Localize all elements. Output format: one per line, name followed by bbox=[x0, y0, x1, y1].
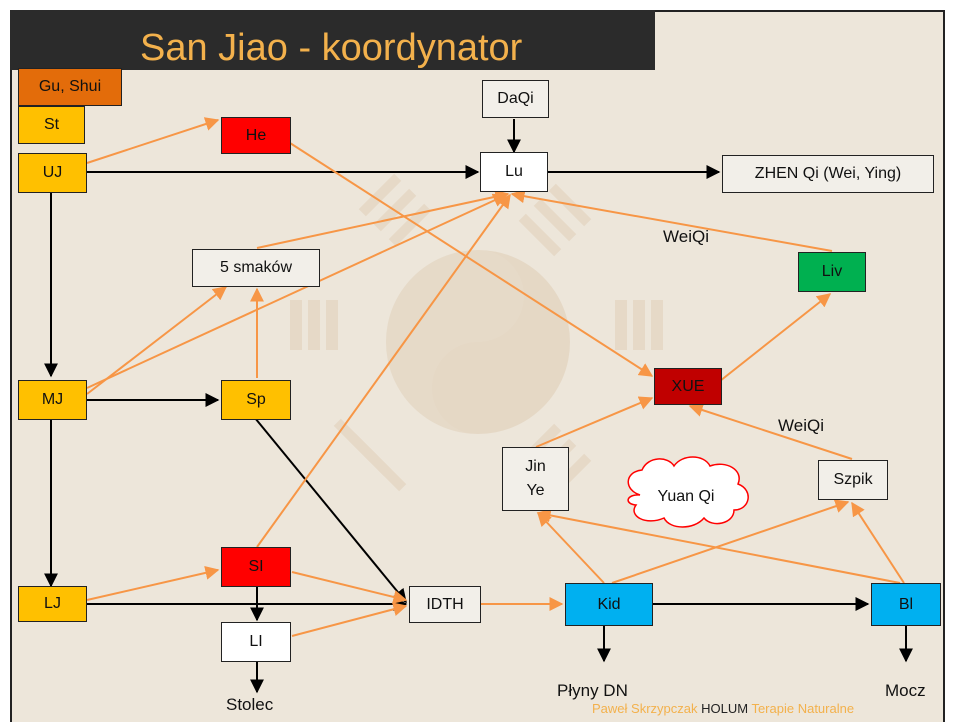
label-stolec: Stolec bbox=[226, 695, 274, 714]
node-mj: MJ bbox=[18, 380, 87, 420]
footer-tagline: Terapie Naturalne bbox=[751, 701, 855, 716]
label-weiqi-mid: WeiQi bbox=[778, 416, 824, 435]
node-si: SI bbox=[221, 547, 291, 587]
edge-uj-he bbox=[86, 117, 220, 164]
node-he: He bbox=[221, 117, 291, 154]
node-sp: Sp bbox=[221, 380, 291, 420]
edge-si-idth bbox=[291, 571, 408, 604]
node-5-smakow: 5 smaków bbox=[192, 249, 320, 287]
page-title: San Jiao - koordynator bbox=[140, 27, 523, 69]
edge-mj-smakow bbox=[86, 286, 228, 395]
label-plyny-dn: Płyny DN bbox=[557, 681, 628, 700]
label-mocz: Mocz bbox=[885, 681, 926, 700]
edge-kid-szpik bbox=[611, 499, 850, 584]
edge-mj-lu bbox=[86, 193, 508, 389]
footer-credit: Paweł Skrzypczak HOLUM Terapie Naturalne bbox=[592, 701, 854, 716]
edge-li-idth bbox=[291, 602, 408, 637]
edge-si-lu bbox=[256, 193, 511, 548]
node-jin-ye: Jin Ye bbox=[502, 447, 569, 511]
title-bar: San Jiao - koordynator bbox=[10, 10, 655, 70]
node-li: LI bbox=[221, 622, 291, 662]
edge-bl-jinye bbox=[536, 508, 901, 584]
jin-ye-line1: Jin bbox=[525, 458, 546, 475]
footer-brand: HOLUM bbox=[701, 701, 749, 716]
node-lj: LJ bbox=[18, 586, 87, 622]
node-kid: Kid bbox=[565, 583, 653, 626]
node-uj: UJ bbox=[18, 153, 87, 193]
edge-smakow-lu bbox=[256, 189, 510, 249]
edge-xue-liv bbox=[719, 293, 832, 382]
edge-liv-lu bbox=[510, 189, 833, 252]
node-daqi: DaQi bbox=[482, 80, 549, 118]
edge-kid-jinye bbox=[537, 511, 605, 584]
edge-bl-szpik bbox=[851, 501, 905, 584]
label-yuan-qi: Yuan Qi bbox=[657, 488, 715, 505]
node-liv: Liv bbox=[798, 252, 866, 292]
edge-lj-si bbox=[86, 565, 220, 601]
node-zhen-qi: ZHEN Qi (Wei, Ying) bbox=[722, 155, 934, 193]
edge-szpik-xue bbox=[688, 403, 853, 460]
node-szpik: Szpik bbox=[818, 460, 888, 500]
yuan-qi-cloud-icon bbox=[627, 456, 749, 528]
edge-jinye-xue bbox=[535, 396, 654, 448]
jin-ye-line2: Ye bbox=[526, 482, 545, 499]
edge-he-xue bbox=[289, 142, 654, 377]
node-gu-shui: Gu, Shui bbox=[18, 68, 122, 106]
node-st: St bbox=[18, 106, 85, 144]
label-weiqi-top: WeiQi bbox=[663, 227, 709, 246]
node-lu: Lu bbox=[480, 152, 548, 192]
edge-sp-idth bbox=[254, 417, 407, 604]
node-idth: IDTH bbox=[409, 586, 481, 623]
node-xue: XUE bbox=[654, 368, 722, 405]
footer-author: Paweł Skrzypczak bbox=[592, 701, 698, 716]
node-bl: Bl bbox=[871, 583, 941, 626]
